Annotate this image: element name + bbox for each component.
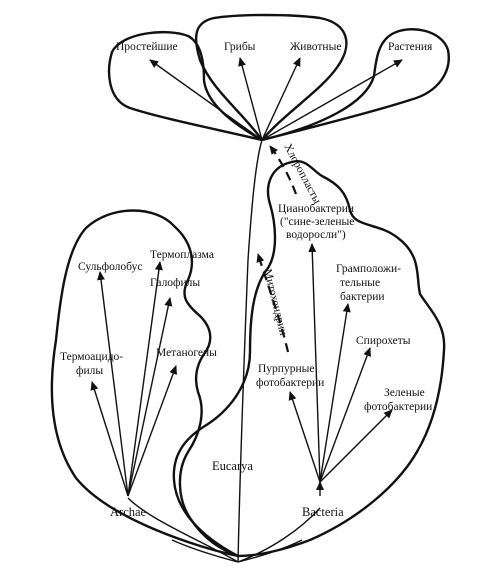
label-gram-positive-line3: бактерии bbox=[340, 291, 385, 303]
mitochondria-arrow bbox=[256, 253, 290, 353]
label-bacteria-root: Bacteria bbox=[302, 505, 344, 519]
label-animals: Животные bbox=[290, 41, 341, 53]
root-to-bacteria bbox=[237, 507, 321, 563]
lobe-outlines bbox=[50, 13, 450, 558]
branch-halophiles bbox=[127, 297, 173, 497]
branch-purple-bacteria bbox=[288, 391, 321, 483]
label-thermoplasma: Термоплазма bbox=[150, 249, 214, 261]
branch-cyanobacteria bbox=[308, 243, 321, 483]
eukarya-labels: Простейшие Грибы Животные Растения Eucar… bbox=[116, 41, 433, 473]
branch-plants bbox=[261, 59, 403, 141]
archaea-lobe bbox=[50, 209, 239, 558]
branch-spirochetes bbox=[319, 347, 371, 483]
label-plants: Растения bbox=[388, 41, 433, 53]
label-sulfolobus: Сульфолобус bbox=[78, 261, 142, 273]
trunk-lines bbox=[127, 139, 321, 563]
label-purple-bacteria-line1: Пурпурные bbox=[258, 363, 314, 375]
label-fungi: Грибы bbox=[224, 41, 256, 53]
root-to-archaea bbox=[127, 497, 239, 563]
branch-methanogens bbox=[127, 365, 177, 497]
label-gram-positive-line1: Грамположи- bbox=[336, 263, 401, 275]
branch-animals bbox=[261, 57, 301, 141]
label-cyanobacteria-line1: Цианобактерии bbox=[278, 203, 354, 215]
root-spur-right bbox=[237, 539, 303, 563]
label-cyanobacteria-line3: водоросли") bbox=[286, 229, 346, 241]
label-green-bacteria-line2: фотобактерии bbox=[364, 401, 432, 413]
branch-thermoacidophiles bbox=[90, 381, 129, 497]
label-eukarya-root: Eucarya bbox=[212, 459, 253, 473]
branch-fungi bbox=[238, 57, 263, 141]
label-halophiles: Галофилы bbox=[150, 277, 200, 289]
chloroplast-arrow bbox=[269, 145, 298, 195]
branch-arrows bbox=[90, 57, 403, 497]
label-protists: Простейшие bbox=[116, 41, 178, 53]
label-methanogens: Метаногены bbox=[156, 347, 217, 359]
label-cyanobacteria-line2: ("сине-зеленые bbox=[280, 216, 354, 228]
eukarya-lobe-plants bbox=[261, 28, 450, 142]
eukarya-lobe-protists bbox=[107, 30, 263, 142]
branch-gram-positive bbox=[319, 303, 351, 483]
branch-thermoplasma bbox=[127, 261, 163, 497]
label-green-bacteria-line1: Зеленые bbox=[384, 387, 425, 399]
endosymbiosis-arrows bbox=[256, 145, 298, 353]
label-thermoacidophiles-line2: филы bbox=[76, 365, 103, 377]
branch-sulfolobus bbox=[97, 271, 129, 497]
bacteria-lobe bbox=[172, 160, 446, 558]
bacteria-labels: Цианобактерии ("сине-зеленые водоросли")… bbox=[256, 203, 432, 519]
label-purple-bacteria-line2: фотобактерии bbox=[256, 377, 324, 389]
archaea-labels: Сульфолобус Термоплазма Галофилы Метаног… bbox=[60, 249, 217, 519]
label-gram-positive-line2: тельные bbox=[340, 277, 380, 289]
label-spirochetes: Спирохеты bbox=[356, 335, 411, 347]
branch-green-bacteria bbox=[319, 409, 393, 483]
eukarya-lobe-fungi-animals bbox=[194, 13, 348, 141]
root-spur-left bbox=[171, 539, 239, 563]
label-archaea-root: Archae bbox=[110, 505, 147, 519]
label-thermoacidophiles-line1: Термоацидо- bbox=[60, 351, 123, 363]
label-mitochondria: Митохондрии bbox=[261, 268, 289, 337]
branch-protists bbox=[149, 59, 263, 141]
eukarya-trunk bbox=[237, 139, 263, 563]
